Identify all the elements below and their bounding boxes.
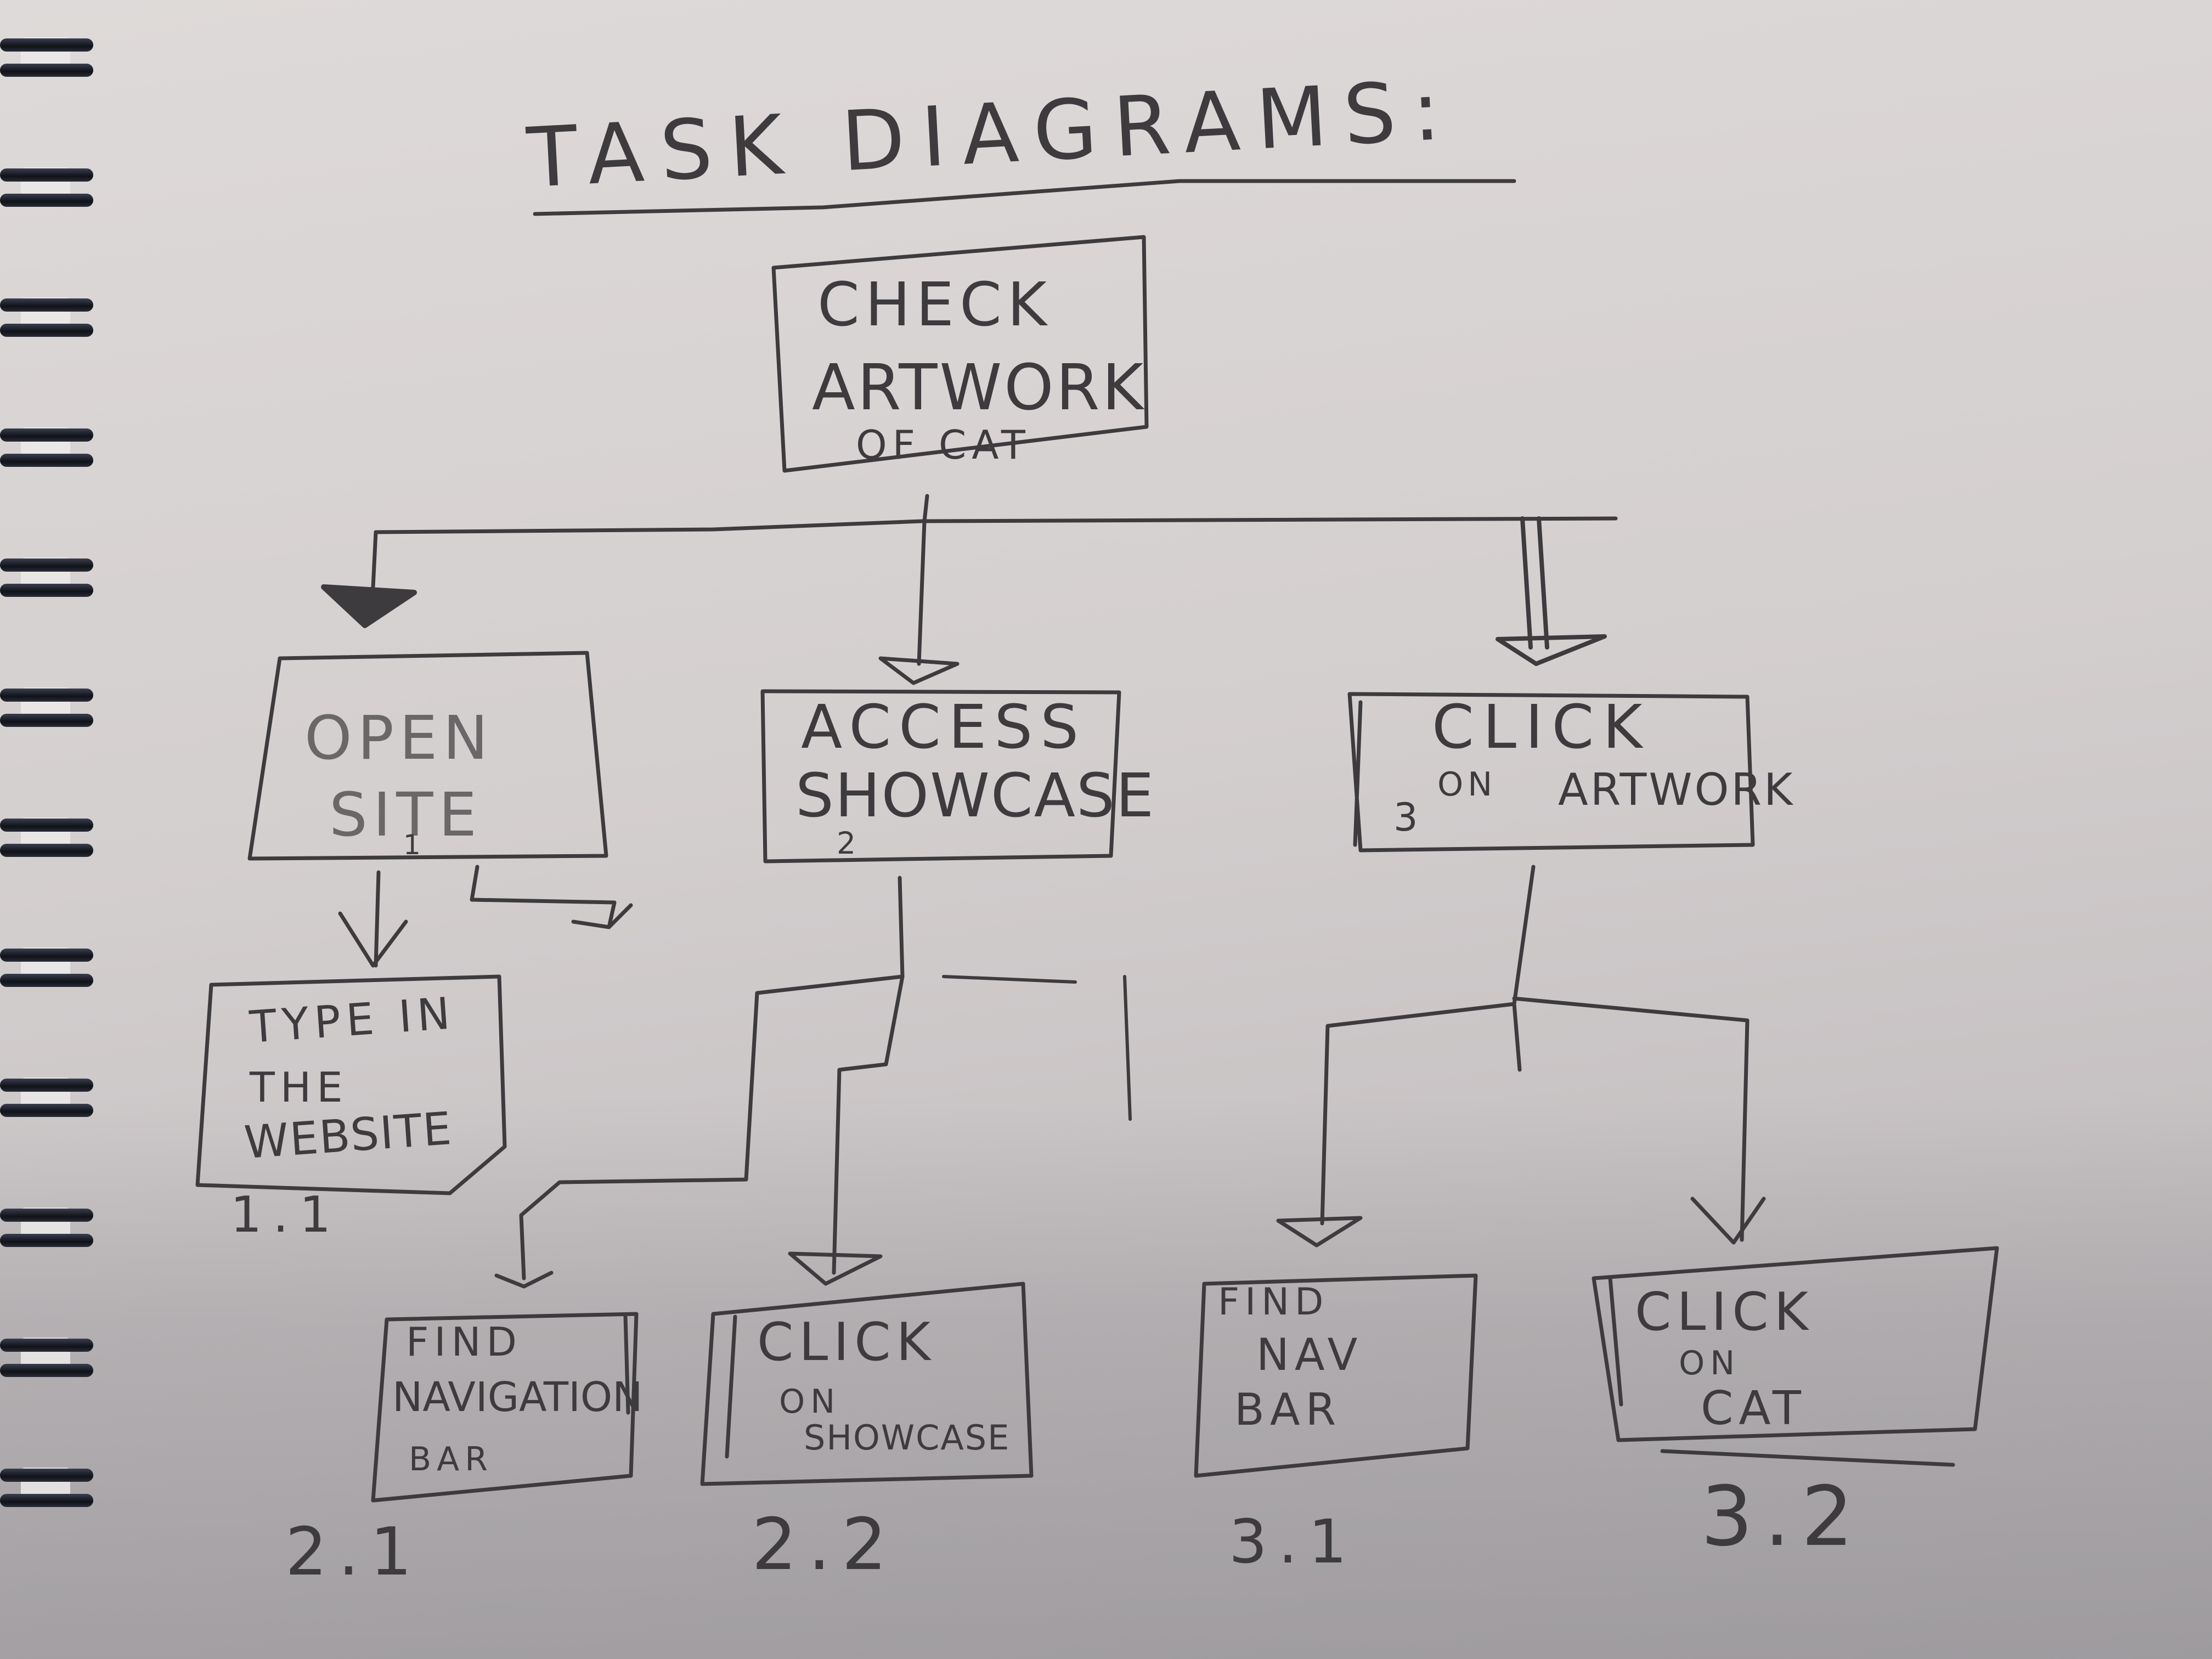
spiral-coil (0, 548, 93, 608)
root-line-1: CHECK (817, 269, 1052, 340)
task-1-number: 1 (403, 829, 425, 861)
subtask-1-1-line-2: THE (250, 1063, 348, 1111)
subtask-3-1-line-1: FIND (1218, 1280, 1329, 1324)
coil-wire (0, 324, 93, 337)
coil-wire (0, 168, 93, 182)
coil-wire (0, 844, 93, 857)
subtask-1-1-number: 1.1 (230, 1186, 342, 1244)
spiral-coil (0, 808, 93, 868)
task-box-1 (247, 651, 608, 861)
coil-wire (0, 584, 93, 597)
task-2-line-1: ACCESS (801, 692, 1087, 762)
arrowhead-2-1 (494, 1271, 554, 1289)
coil-wire (0, 949, 93, 962)
subtask-box-3-1 (1194, 1273, 1478, 1478)
subtask-3-1-line-2: NAV (1256, 1329, 1363, 1380)
subtask-2-1-line-1: FIND (406, 1319, 522, 1365)
root-line-2: ARTWORK (812, 351, 1146, 425)
coil-wire (0, 1469, 93, 1482)
task-2-number: 2 (837, 826, 860, 861)
coil-wire (0, 714, 93, 727)
coil-wire (0, 974, 93, 987)
spiral-coil (0, 1198, 93, 1258)
coil-wire (0, 558, 93, 572)
coil-wire (0, 428, 93, 442)
spiral-coil (0, 678, 93, 738)
subtask-2-1-line-3: BAR (409, 1440, 493, 1479)
arrowhead-3-1 (1276, 1216, 1363, 1248)
spiral-coil (0, 157, 93, 218)
arrowhead-3-2 (1690, 1197, 1766, 1245)
task-2-connector (519, 876, 905, 1280)
arrowhead-2-2 (788, 1251, 883, 1286)
branch-1-line (371, 530, 378, 589)
subtask-3-2-line-3: CAT (1701, 1381, 1807, 1436)
spiral-coil (0, 1458, 93, 1518)
task-1-side-arrow (470, 865, 633, 929)
subtask-3-2-line-2: ON (1679, 1344, 1741, 1383)
coil-wire (0, 1339, 93, 1352)
branch-2-arrowhead (878, 656, 960, 685)
coil-wire (0, 298, 93, 312)
subtask-box-3-2 (1592, 1246, 1999, 1467)
subtask-box-1-1 (195, 974, 507, 1195)
task-box-3 (1347, 692, 1755, 853)
task-3-line-1: CLICK (1432, 692, 1651, 762)
task-box-2 (760, 689, 1121, 864)
task-1-down-arrow (338, 870, 408, 968)
subtask-3-2-number: 3.2 (1701, 1469, 1865, 1565)
subtask-2-2-line-2: ON (779, 1383, 841, 1421)
task-1-line-1: OPEN (304, 703, 494, 773)
spiral-coil (0, 287, 93, 348)
task-3-line-2: ON (1437, 765, 1497, 804)
spiral-coil (0, 938, 93, 998)
root-line-3: OF CAT (856, 422, 1031, 468)
task-1-line-2: SITE (329, 780, 482, 850)
branch-2-line (917, 519, 927, 666)
subtask-2-2-line-3: SHOWCASE (804, 1418, 1011, 1458)
subtask-3-1-line-3: BAR (1234, 1384, 1342, 1435)
root-connector (374, 494, 1618, 534)
subtask-box-2-1 (371, 1312, 639, 1503)
subtask-2-2-number: 2.2 (752, 1503, 898, 1586)
coil-wire (0, 64, 93, 77)
spiral-coil (0, 417, 93, 478)
task-3-connector (1320, 865, 1750, 1242)
task-3-number: 3 (1393, 795, 1423, 840)
coil-wire (0, 1494, 93, 1507)
branch-1-arrowhead (321, 584, 417, 628)
title-underline (533, 179, 1516, 216)
task-2-stray-marks (942, 975, 1132, 1121)
spiral-binding-icon (0, 0, 99, 1659)
task-3-line-3: ARTWORK (1558, 764, 1795, 815)
coil-wire (0, 1209, 93, 1222)
spiral-coil (0, 1068, 93, 1128)
task-2-line-2: SHOWCASE (795, 760, 1155, 831)
subtask-2-1-line-2: NAVIGATION (392, 1374, 643, 1421)
coil-wire (0, 1104, 93, 1117)
coil-wire (0, 1234, 93, 1247)
coil-wire (0, 819, 93, 832)
subtask-2-1-number: 2.1 (285, 1514, 423, 1590)
subtask-box-2-2 (700, 1282, 1034, 1486)
subtask-2-2-line-1: CLICK (757, 1312, 936, 1373)
coil-wire (0, 1364, 93, 1377)
branch-3-line (1520, 516, 1549, 650)
coil-wire (0, 194, 93, 207)
branch-3-arrowhead (1496, 634, 1607, 666)
subtask-3-1-number: 3.1 (1229, 1506, 1358, 1577)
subtask-3-2-line-1: CLICK (1635, 1282, 1814, 1342)
spiral-coil (0, 27, 93, 88)
spiral-coil (0, 1328, 93, 1388)
coil-wire (0, 454, 93, 467)
coil-wire (0, 689, 93, 702)
coil-wire (0, 38, 93, 52)
root-box (771, 235, 1149, 473)
coil-wire (0, 1079, 93, 1092)
